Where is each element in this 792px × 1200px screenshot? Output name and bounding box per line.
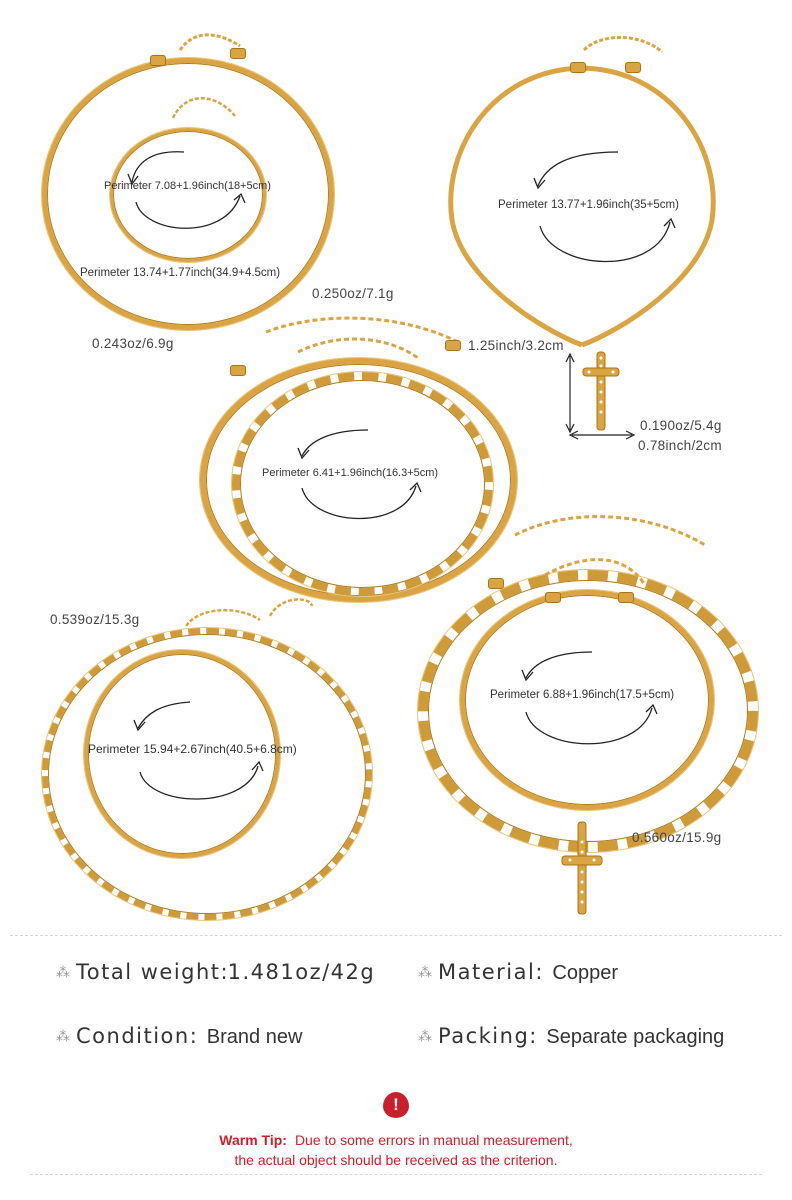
rotate-arrow-icon	[521, 651, 658, 745]
weight-label: 0.250oz/7.1g	[312, 286, 394, 301]
spec-label: Packing	[438, 1024, 530, 1048]
warning-text-2: the actual object should be received as …	[234, 1152, 558, 1168]
spec-condition: ⁂ Condition: Brand new	[56, 1024, 302, 1049]
pendant-necklace-image	[448, 36, 716, 348]
clasp-image	[230, 48, 246, 59]
cross-charm-image	[561, 821, 603, 915]
spec-separator: :	[220, 960, 228, 984]
pendant-width-label: 0.78inch/2cm	[638, 438, 722, 453]
perimeter-label: Perimeter 6.88+1.96inch(17.5+5cm)	[490, 689, 675, 701]
section-divider	[10, 935, 782, 936]
clasp-image	[150, 55, 166, 66]
leaf-bullet-icon: ⁂	[418, 965, 432, 981]
clasp-image	[570, 62, 586, 73]
dimension-arrow-icon	[565, 352, 636, 440]
paperclip-bracelet-image	[232, 372, 493, 596]
leaf-bullet-icon: ⁂	[418, 1029, 432, 1045]
warning-title: Warm Tip:	[219, 1132, 287, 1148]
weight-label: 0.190oz/5.4g	[640, 418, 722, 433]
weight-label: 0.560oz/15.9g	[632, 830, 722, 845]
necklace-chain-image	[42, 58, 334, 330]
rope-bracelet-image	[460, 590, 714, 810]
spec-packing: ⁂ Packing: Separate packaging	[418, 1024, 724, 1049]
extender-chain-image	[171, 97, 236, 119]
spec-label: Material	[438, 960, 536, 984]
warning-icon: !	[383, 1092, 409, 1118]
rotate-arrow-icon	[133, 701, 264, 800]
rotate-arrow-icon	[297, 429, 422, 520]
leaf-bullet-icon: ⁂	[56, 1029, 70, 1045]
spec-value: Brand new	[206, 1026, 303, 1048]
cross-pendant-image	[582, 351, 620, 431]
bottom-divider	[30, 1174, 762, 1175]
pendant-height-label: 1.25inch/3.2cm	[468, 338, 564, 353]
spec-label: Total weight	[76, 960, 221, 984]
weight-label: 0.243oz/6.9g	[92, 336, 174, 351]
bracelet-chain-image	[110, 128, 266, 262]
rope-bracelet-image	[200, 358, 517, 602]
inner-perimeter-label: Perimeter 7.08+1.96inch(18+5cm)	[104, 180, 271, 192]
spec-value: Copper	[552, 962, 618, 984]
clasp-image	[618, 592, 634, 603]
leaf-bullet-icon: ⁂	[56, 965, 70, 981]
clasp-image	[230, 365, 246, 376]
perimeter-label: Perimeter 15.94+2.67inch(40.5+6.8cm)	[88, 742, 297, 756]
weight-label: 0.539oz/15.3g	[50, 612, 140, 627]
warning-line-2: the actual object should be received as …	[0, 1152, 792, 1168]
clasp-image	[625, 62, 641, 73]
warning-line-1: Warm Tip: Due to some errors in manual me…	[0, 1132, 792, 1148]
spec-total-weight: ⁂ Total weight:1.481oz/42g	[56, 960, 375, 984]
spec-separator: :	[535, 960, 543, 984]
perimeter-label: Perimeter 6.41+1.96inch(16.3+5cm)	[262, 467, 439, 479]
spec-separator: :	[529, 1024, 537, 1048]
spec-separator: :	[189, 1024, 197, 1048]
extender-chain-image	[514, 515, 706, 586]
clasp-image	[545, 592, 561, 603]
spec-material: ⁂ Material: Copper	[418, 960, 618, 985]
spec-value: 1.481oz/42g	[227, 960, 376, 984]
extender-chain-image	[178, 33, 241, 51]
snake-necklace-image	[84, 650, 280, 858]
paperclip-bracelet-image	[418, 570, 758, 852]
perimeter-label: Perimeter 13.77+1.96inch(35+5cm)	[498, 199, 679, 211]
paperclip-necklace-image	[42, 628, 372, 920]
rotate-arrow-icon	[127, 151, 246, 229]
spec-label: Condition	[76, 1024, 190, 1048]
rotate-arrow-icon	[533, 151, 676, 263]
extender-chain-image	[184, 598, 314, 627]
spec-value: Separate packaging	[546, 1026, 725, 1048]
clasp-image	[488, 578, 504, 589]
warning-text-1: Due to some errors in manual measurement…	[294, 1132, 573, 1148]
clasp-image	[445, 340, 461, 351]
extender-chain-image	[265, 316, 459, 360]
outer-perimeter-label: Perimeter 13.74+1.77inch(34.9+4.5cm)	[80, 267, 281, 279]
